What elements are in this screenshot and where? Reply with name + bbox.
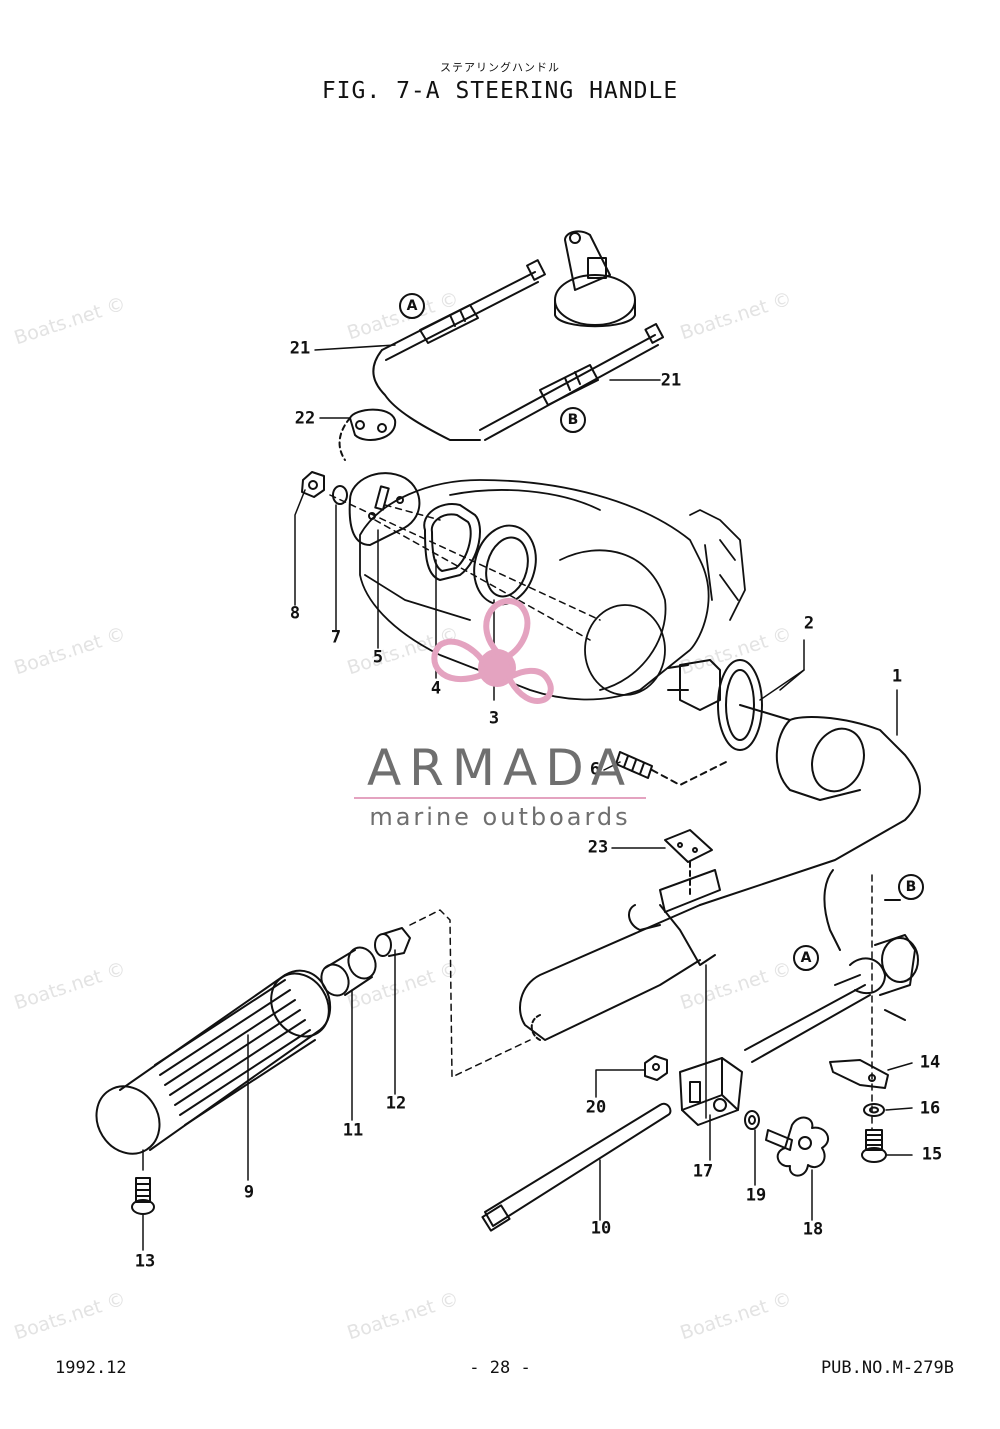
- japanese-title: ステアリングハンドル: [440, 61, 560, 74]
- screw-13: [131, 1177, 155, 1215]
- callout-23: 23: [587, 837, 609, 858]
- callout-18: 18: [802, 1219, 824, 1240]
- sleeve-11: [320, 946, 377, 997]
- callout-2: 2: [803, 613, 815, 634]
- callout-10: 10: [590, 1218, 612, 1239]
- callout-21: 21: [660, 370, 682, 391]
- callout-9: 9: [243, 1182, 255, 1203]
- bushing-12: [374, 927, 411, 957]
- callout-6: 6: [589, 759, 601, 780]
- armada-propeller-logo: [431, 598, 554, 704]
- callout-21: 21: [289, 338, 311, 359]
- callout-15: 15: [921, 1144, 943, 1165]
- reference-letter-a: A: [793, 945, 819, 971]
- callout-14: 14: [919, 1052, 941, 1073]
- callout-1: 1: [891, 666, 903, 687]
- callout-4: 4: [430, 678, 442, 699]
- swivel-bracket: [554, 230, 636, 328]
- washer-7: [332, 485, 348, 505]
- callout-3: 3: [488, 708, 500, 729]
- throttle-cable-b: [479, 323, 665, 441]
- nut-20: [644, 1055, 668, 1081]
- alignment-lines: [329, 494, 601, 641]
- shaft-2: [667, 659, 791, 751]
- callout-13: 13: [134, 1251, 156, 1272]
- throttle-cable-a: [372, 259, 546, 441]
- grip-9: [95, 969, 331, 1155]
- plate-23: [664, 829, 713, 896]
- callout-17: 17: [692, 1161, 714, 1182]
- logo-tagline: marine outboards: [369, 803, 631, 831]
- callout-20: 20: [585, 1097, 607, 1118]
- link-14: [829, 1059, 889, 1089]
- nut-8: [301, 471, 325, 498]
- callout-19: 19: [745, 1185, 767, 1206]
- figure-title: FIG. 7-A STEERING HANDLE: [321, 78, 679, 104]
- reference-letter-a: A: [399, 293, 425, 319]
- footer-page-number: - 28 -: [469, 1358, 531, 1378]
- callout-11: 11: [342, 1120, 364, 1141]
- throttle-linkage: [744, 899, 919, 1063]
- callout-22: 22: [294, 408, 316, 429]
- reference-letter-b: B: [560, 407, 586, 433]
- washer-19: [744, 1110, 760, 1130]
- armada-logo: ARMADA marine outboards: [340, 742, 660, 831]
- callout-7: 7: [330, 627, 342, 648]
- screw-6: [615, 751, 731, 786]
- footer-publication-number: PUB.NO.M-279B: [820, 1358, 954, 1378]
- logo-rule: [354, 797, 646, 799]
- gasket-4: [423, 503, 481, 581]
- callout-12: 12: [385, 1093, 407, 1114]
- callout-5: 5: [372, 647, 384, 668]
- reference-letter-b: B: [898, 874, 924, 900]
- steering-handle-1: [519, 716, 921, 1041]
- logo-name: ARMADA: [366, 739, 634, 797]
- knob-18: [765, 1116, 829, 1177]
- callout-16: 16: [919, 1098, 941, 1119]
- screw-15: [861, 1129, 887, 1163]
- rod-10: [481, 1102, 672, 1232]
- callout-8: 8: [289, 603, 301, 624]
- friction-block-17: [679, 1057, 743, 1126]
- grommet-22: [338, 408, 397, 461]
- seal-3: [473, 524, 537, 606]
- footer-date: 1992.12: [55, 1358, 127, 1378]
- washer-16: [863, 1103, 885, 1117]
